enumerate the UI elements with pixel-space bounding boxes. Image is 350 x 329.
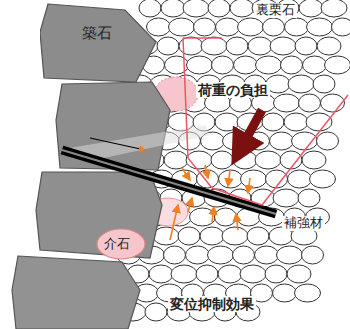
backfill-stone: [212, 56, 234, 74]
backfill-stone: [208, 0, 230, 17]
backfill-stone: [149, 265, 173, 283]
backfill-stone: [265, 265, 287, 283]
effect-label: 変位抑制効果: [168, 296, 256, 312]
backfill-stone: [262, 113, 284, 131]
backfill-stone: [321, 0, 347, 17]
slip-wedge-line: [183, 38, 348, 205]
backfill-stone: [218, 265, 242, 283]
backfill-stone: [194, 18, 216, 36]
backfill-stone: [313, 75, 335, 93]
backfill-stone: [216, 18, 240, 36]
backfill-stone: [178, 227, 200, 245]
backfill-stone: [233, 151, 257, 169]
backfill-stone: [240, 265, 266, 283]
backfill-stone: [183, 0, 209, 17]
node-text: 介石: [104, 235, 130, 253]
backfill-stone: [302, 246, 324, 264]
backfill-stone: [270, 37, 296, 55]
backfill-stone: [255, 151, 281, 169]
backfill-stone: [164, 246, 186, 264]
backfill-stone: [263, 18, 285, 36]
backfill-stone: [238, 18, 264, 36]
reinforcement-bar-highlight: [62, 150, 276, 214]
backfill-stone: [287, 265, 311, 283]
backfill-stone: [255, 246, 279, 264]
backfill-stone: [157, 37, 179, 55]
backfill-stone: [161, 0, 185, 17]
backfill-stone: [292, 132, 318, 150]
backfill-stone: [200, 227, 224, 245]
backfill-stone: [306, 113, 332, 131]
backfill-stone: [274, 94, 300, 112]
backfill-stone: [215, 208, 237, 226]
reinforcement-bar: [62, 150, 276, 214]
backfill-stone: [288, 75, 314, 93]
backfill-stone: [317, 132, 339, 150]
backfill-stone: [325, 56, 350, 74]
load-arrow: [240, 110, 262, 150]
backfill-stone: [299, 0, 323, 17]
backfill-stone: [317, 37, 341, 55]
backfill-stone: [139, 0, 161, 17]
backfill-stone: [256, 56, 282, 74]
backfill-stone: [285, 18, 309, 36]
backfill-stone: [201, 37, 227, 55]
backfill-stone: [164, 151, 188, 169]
backfill-stone: [186, 246, 210, 264]
backfill-stone: [280, 151, 302, 169]
backfill-stone: [277, 246, 303, 264]
backfill-stone: [145, 303, 167, 321]
backfill-stone: [171, 265, 197, 283]
backfill-stone: [284, 113, 308, 131]
backfill-stone: [273, 189, 299, 207]
backfill-stone: [273, 284, 297, 302]
backfill-stone: [196, 265, 218, 283]
backfill-stone: [233, 246, 255, 264]
backfill-stone: [303, 56, 327, 74]
backfill-stone: [219, 170, 243, 188]
backfill-stone: [226, 37, 248, 55]
backfill-stone: [332, 18, 350, 36]
node-text: 築石: [82, 24, 112, 43]
backfill-stone: [147, 18, 171, 36]
backfill-stone: [295, 284, 321, 302]
spacer-stone: 介石: [96, 228, 146, 260]
backfill-stone: [208, 246, 234, 264]
backfill-stone: [190, 208, 216, 226]
backfill-stone: [215, 113, 239, 131]
backfill-stone: [298, 189, 320, 207]
backfill-stone: [307, 18, 333, 36]
backfill-stone: [169, 18, 195, 36]
facing-stones: [12, 82, 170, 329]
backfill-stone: [299, 94, 321, 112]
backfill-stone: [187, 56, 213, 74]
reinforcement-label: 補強材: [282, 216, 325, 231]
backfill-label: 裏栗石: [254, 3, 297, 18]
backfill-stone: [302, 151, 326, 169]
backfill-stone: [281, 56, 303, 74]
backfill-stone: [310, 170, 336, 188]
backfill-stone: [270, 132, 294, 150]
restraint-arrows: [170, 165, 250, 240]
backfill-stone: [222, 227, 248, 245]
backfill-stone: [234, 56, 258, 74]
backfill-stone: [241, 170, 267, 188]
backfill-stone: [247, 227, 269, 245]
load-label: 荷重の負担: [196, 82, 270, 98]
backfill-stone: [295, 37, 317, 55]
facing-stone: 築石: [40, 2, 156, 82]
backfill-stone: [288, 170, 312, 188]
backfill-stone: [230, 0, 254, 17]
backfill-stone: [248, 37, 272, 55]
backfill-stone: [211, 151, 233, 169]
